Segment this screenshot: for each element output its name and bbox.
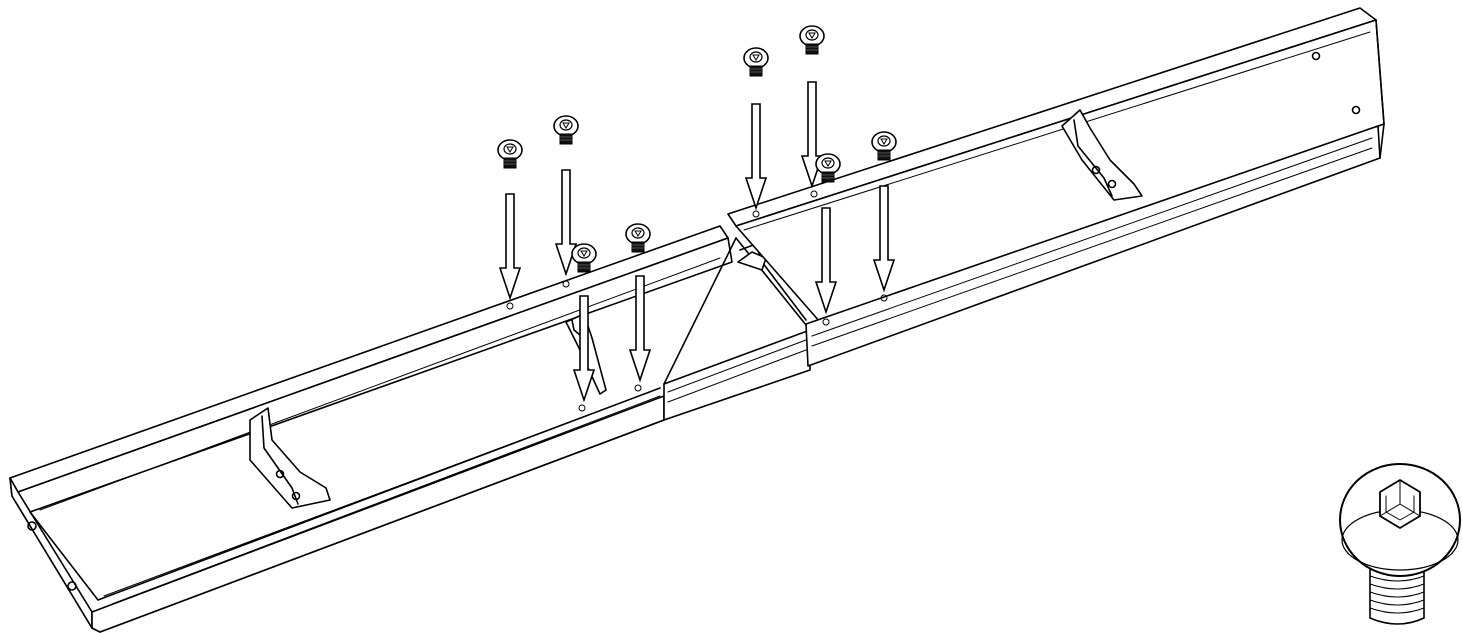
screw-icon (497, 139, 523, 169)
screw-icon (799, 25, 825, 55)
screw-holes (506, 190, 888, 412)
right-rail (727, 7, 1385, 367)
left-bracket (249, 407, 331, 509)
screw-icon (815, 153, 841, 183)
arrow-down-icon (499, 193, 521, 299)
screw-detail-callout (1339, 463, 1461, 625)
screw-icon (571, 243, 597, 273)
screw-icon (553, 115, 579, 145)
screw-icon (625, 223, 651, 253)
arrow-down-icon (745, 103, 767, 209)
left-rail (9, 225, 733, 633)
right-bracket (1061, 109, 1143, 201)
middle-tube (663, 237, 811, 421)
screw-icon (743, 47, 769, 77)
screw-icon (871, 131, 897, 161)
